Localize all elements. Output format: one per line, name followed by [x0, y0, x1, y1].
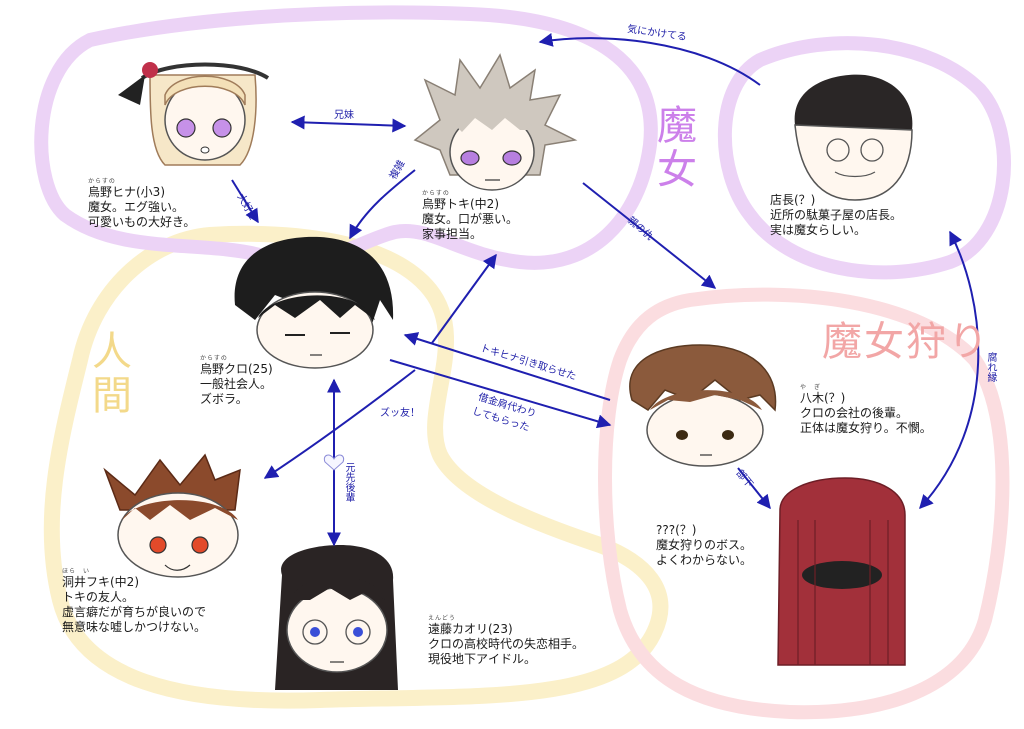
label-best-friend: ズッ友！	[380, 408, 420, 419]
toki-line-2: 魔女。口が悪い。	[422, 212, 519, 226]
witch-group-title: 魔女	[657, 103, 697, 193]
kuro-line-2: 一般社会人。	[200, 377, 273, 391]
kaori-name: 遠藤カオリ(23)	[428, 622, 513, 636]
arrow-debt	[389, 359, 612, 429]
label-bad-bond: 腐れ縁	[985, 352, 996, 382]
toki-face	[413, 53, 578, 191]
arrow-siblings	[290, 115, 407, 133]
tencho-line-3: 実は魔女らしい。	[770, 223, 867, 237]
yagi-description: や ぎ 八木(？) クロの会社の後輩。 正体は魔女狩り。不憫。	[800, 384, 932, 436]
toki-name: 烏野トキ(中2)	[422, 197, 499, 211]
hunter-group-title: 魔女狩り	[822, 319, 990, 365]
toki-line-3: 家事担当。	[422, 227, 483, 241]
fuki-line-4: 無意味な嘘しかつけない。	[62, 620, 207, 634]
hina-face	[118, 62, 270, 166]
yagi-ruby: や ぎ	[800, 384, 822, 391]
tencho-line-2: 近所の駄菓子屋の店長。	[770, 208, 903, 222]
kaori-face	[275, 545, 398, 690]
yagi-face	[629, 344, 777, 467]
human-group-outline	[43, 225, 669, 709]
boss-line-3: よくわからない。	[656, 553, 753, 567]
heart-icon	[323, 454, 345, 471]
fuki-line-3: 虚言癖だが育ちが良いので	[62, 605, 207, 619]
human-group-title: 人間	[92, 329, 132, 419]
hina-line-3: 可愛いもの大好き。	[88, 215, 196, 229]
kaori-description: えんどう 遠藤カオリ(23) クロの高校時代の失恋相手。 現役地下アイドル。	[428, 615, 584, 667]
tencho-face	[794, 74, 913, 201]
tencho-name: 店長(？)	[770, 193, 816, 207]
arrow-bad-bond	[919, 230, 980, 510]
hina-ruby: からすの	[88, 178, 116, 185]
hina-name: 烏野ヒナ(小3)	[88, 185, 165, 199]
arrow-loves	[231, 179, 259, 224]
toki-ruby: からすの	[422, 190, 450, 197]
boss-name: ???(？)	[656, 523, 697, 537]
arrow-parent-enemy	[582, 182, 717, 289]
toki-description: からすの 烏野トキ(中2) 魔女。口が悪い。 家事担当。	[422, 190, 518, 242]
kuro-name: 烏野クロ(25)	[200, 362, 273, 376]
relation-arrows	[231, 33, 980, 547]
yagi-line-2: クロの会社の後輩。	[800, 406, 909, 420]
kuro-description: からすの 烏野クロ(25) 一般社会人。 ズボラ。	[200, 355, 273, 407]
kuro-line-3: ズボラ。	[200, 392, 248, 406]
fuki-line-2: トキの友人。	[62, 590, 135, 604]
kaori-line-3: 現役地下アイドル。	[428, 652, 537, 666]
kuro-face	[234, 236, 394, 369]
boss-description: ???(？) 魔女狩りのボス。 よくわからない。	[656, 523, 752, 568]
yagi-line-3: 正体は魔女狩り。不憫。	[800, 421, 932, 435]
arrow-cares	[538, 33, 761, 86]
boss-face	[777, 477, 906, 666]
tencho-description: 店長(？) 近所の駄菓子屋の店長。 実は魔女らしい。	[770, 193, 902, 238]
arrow-best-friend-up	[431, 253, 497, 344]
boss-line-2: 魔女狩りのボス。	[656, 538, 753, 552]
fuki-face	[103, 453, 241, 578]
fuki-description: ほら い 洞井フキ(中2) トキの友人。 虚言癖だが育ちが良いので 無意味な嘘し…	[62, 568, 206, 635]
kuro-ruby: からすの	[200, 355, 228, 362]
kaori-ruby: えんどう	[428, 615, 456, 622]
fuki-ruby: ほら い	[62, 568, 91, 575]
arrow-took-in	[403, 332, 611, 401]
hina-description: からすの 烏野ヒナ(小3) 魔女。エグ強い。 可愛いもの大好き。	[88, 178, 195, 230]
fuki-name: 洞井フキ(中2)	[62, 575, 139, 589]
arrow-complicated	[349, 169, 416, 240]
label-siblings: 兄妹	[334, 110, 354, 121]
yagi-name: 八木(？)	[800, 391, 846, 405]
arrow-subordinate	[737, 467, 771, 510]
hina-line-2: 魔女。エグ強い。	[88, 200, 185, 214]
kaori-line-2: クロの高校時代の失恋相手。	[428, 637, 585, 651]
label-ex-senpai: 元先後輩	[343, 462, 354, 502]
